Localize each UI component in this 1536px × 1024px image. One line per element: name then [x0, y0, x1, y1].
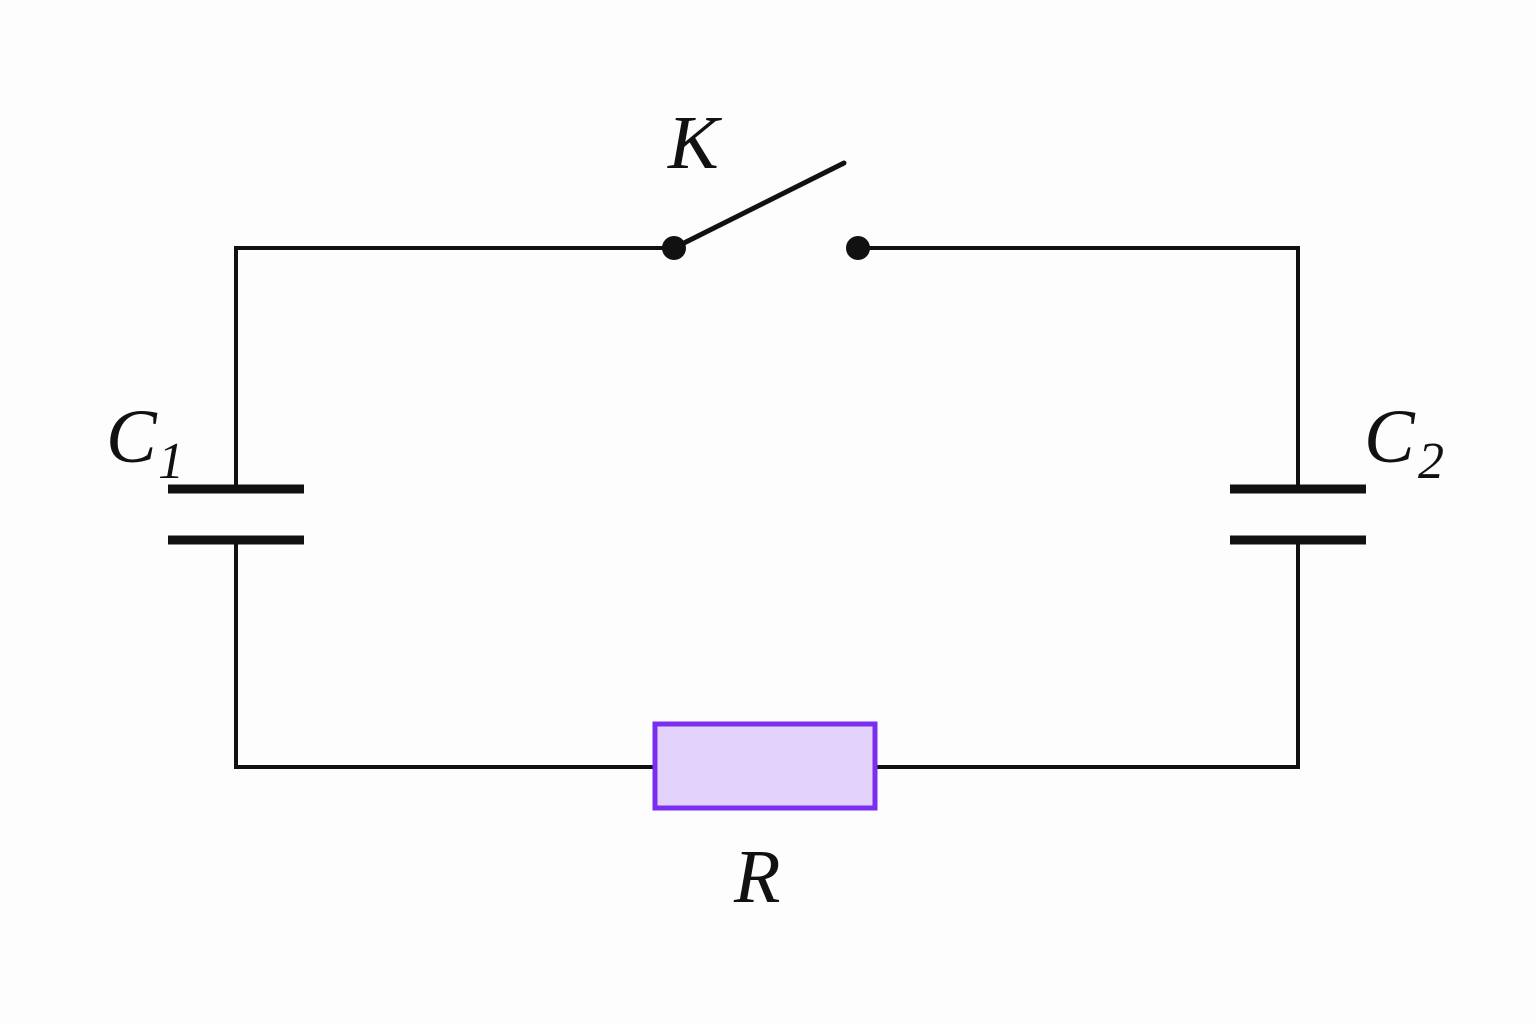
capacitor-c2-subscript: 2 — [1418, 433, 1444, 490]
capacitor-c2-label: C — [1364, 395, 1416, 479]
resistor-label: R — [733, 835, 780, 919]
switch-label: K — [667, 101, 722, 185]
resistor-body — [652, 721, 878, 811]
switch-terminal-left — [662, 236, 686, 260]
capacitor-c1-label: C — [106, 395, 158, 479]
switch-lever — [671, 160, 847, 251]
wire-top-left — [234, 246, 676, 490]
wire-top-right — [856, 246, 1300, 490]
switch-terminal-right — [846, 236, 870, 260]
wire-bottom-left — [234, 538, 657, 769]
capacitor-c1-subscript: 1 — [158, 433, 184, 490]
wire-bottom-right — [874, 538, 1300, 769]
